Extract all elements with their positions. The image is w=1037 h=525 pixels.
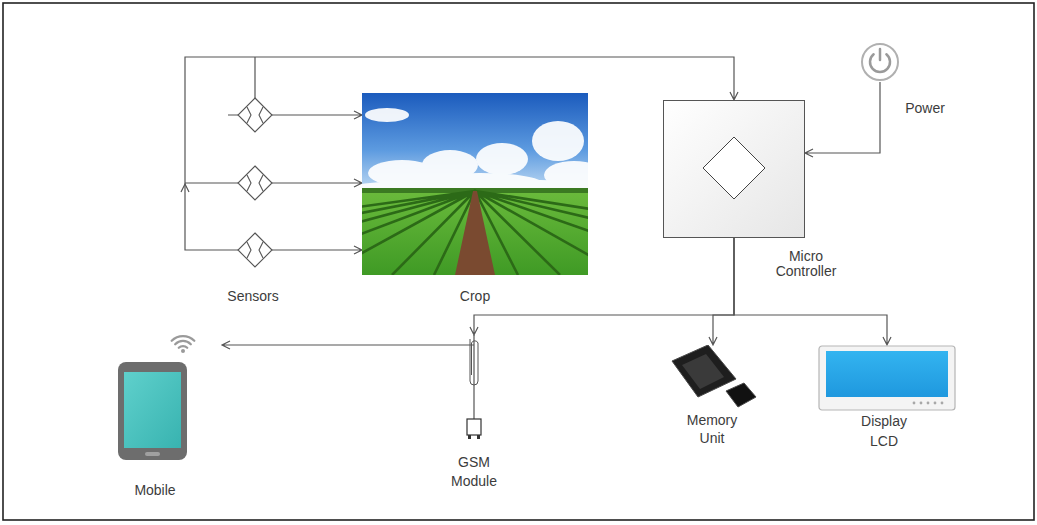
node-label: Mobile (134, 482, 175, 498)
memory-unit-drawing (672, 345, 756, 407)
lcd-display-drawing (819, 346, 955, 410)
power-icon-graphic (860, 42, 900, 82)
mobile-phone: Mobile (112, 328, 222, 462)
gsm-module-drawing (464, 335, 481, 439)
crop-image-graphic (362, 93, 588, 275)
label-box: Micro Controller (766, 249, 846, 279)
node-label: Sensors (227, 288, 278, 304)
node-label: GSM Module (444, 453, 504, 491)
gsm-module-graphic (464, 335, 484, 443)
memory-unit: Memory Unit (668, 345, 758, 413)
node-label: Display LCD (854, 411, 914, 451)
lcd-display: Display LCD (818, 345, 956, 413)
gsm-module: GSM Module (464, 335, 484, 443)
lcd-display-graphic (818, 345, 956, 413)
microcontroller-box-drawing (664, 101, 805, 238)
mobile-phone-graphic (112, 328, 222, 462)
node-label: Memory Unit (680, 411, 744, 447)
sensor-group: Sensors (228, 96, 282, 268)
label-box: Display LCD (854, 411, 914, 451)
crop-image: Crop (362, 93, 588, 275)
sensor-group-drawing (228, 98, 282, 267)
node-label: Power (905, 100, 945, 116)
memory-unit-graphic (668, 345, 758, 413)
sensor-group-graphic (228, 96, 282, 268)
connector-arrow (222, 341, 464, 349)
label-box: Power (905, 100, 945, 116)
crop-image-drawing (362, 93, 588, 275)
connector-arrow (282, 111, 362, 254)
connector-arrow (709, 238, 734, 345)
node-label: Micro Controller (766, 249, 846, 279)
mobile-phone-drawing (118, 336, 194, 460)
power-icon-drawing (862, 44, 898, 80)
label-box: GSM Module (444, 453, 504, 491)
label-box: Crop (460, 288, 490, 304)
connector-arrow (805, 82, 880, 157)
connector-arrow (734, 238, 891, 345)
label-box: Mobile (134, 482, 175, 498)
label-box: Sensors (227, 288, 278, 304)
power-icon: Power (860, 42, 900, 82)
microcontroller-box: Micro Controller (663, 100, 805, 238)
label-box: Memory Unit (680, 411, 744, 447)
microcontroller-box-graphic (663, 100, 805, 238)
node-label: Crop (460, 288, 490, 304)
